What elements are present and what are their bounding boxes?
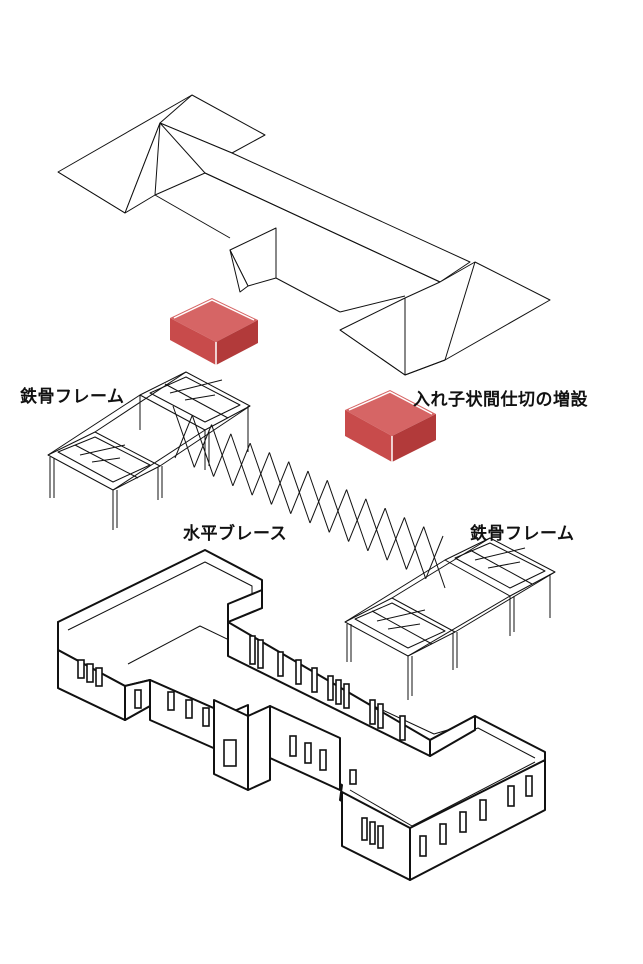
brace-member <box>348 498 367 542</box>
brace-member <box>251 452 270 496</box>
label-partition-addition: 入れ子状間仕切の増設 <box>413 390 588 410</box>
brace-member <box>328 489 348 533</box>
brace-member <box>232 442 251 487</box>
brace-member <box>290 470 309 514</box>
partition-box-upper <box>170 298 258 365</box>
brace-member <box>309 480 328 524</box>
steel-frame-right <box>344 537 556 700</box>
label-horizontal-brace: 水平ブレース <box>183 524 288 544</box>
brace-member <box>270 461 290 505</box>
horizontal-brace <box>172 405 446 589</box>
brace-member <box>213 433 232 477</box>
steel-frame-left <box>47 371 251 530</box>
brace-member <box>174 415 193 459</box>
partition-box-lower <box>345 390 436 462</box>
label-steel-frame-left: 鉄骨フレーム <box>20 387 125 407</box>
brace-member <box>367 507 386 552</box>
roof <box>57 94 551 376</box>
building-walls <box>57 549 546 881</box>
brace-member <box>405 526 425 570</box>
label-steel-frame-right: 鉄骨フレーム <box>470 524 575 544</box>
brace-member <box>386 517 405 561</box>
brace-member <box>425 535 444 579</box>
brace-member <box>193 424 213 468</box>
